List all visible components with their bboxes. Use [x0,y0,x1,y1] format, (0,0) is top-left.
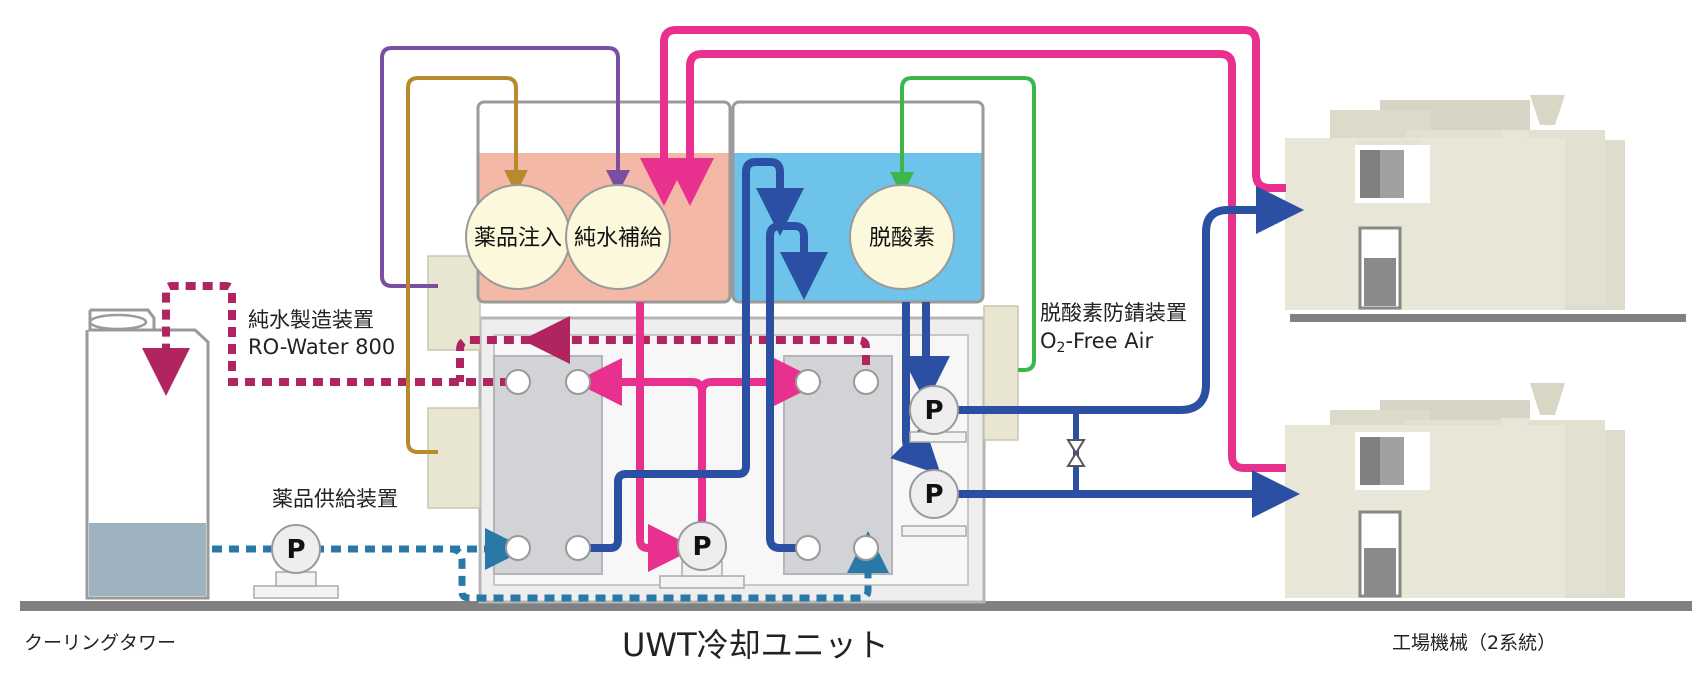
deox-device-label-suffix: -Free Air [1065,329,1153,353]
ground-line [20,601,1692,611]
ro-device-label-line2: RO-Water 800 [248,335,395,359]
unit-title: UWT冷却ユニット [622,626,889,664]
pipe-blue-supply-upper [958,186,1304,414]
pipe-blue-hx-to-tank [578,158,804,552]
pump-cooling: P [253,524,339,599]
hx-port [565,535,591,561]
chem-device-panel [427,407,481,509]
pipe-purple [380,46,630,288]
pipe-pink-tank-to-pump [636,302,696,572]
hx-port [795,369,821,395]
pipe-pink-to-left-hx [574,358,706,406]
pipe-teal-dotted-bottom [449,531,889,602]
pipe-pink-return-lower [666,50,1286,472]
pump-label: P [924,480,943,510]
hx-port [853,369,879,395]
deox-device-label-line2: O2-Free Air [1040,329,1153,356]
ro-device-label-line1: 純水製造装置 [248,308,374,332]
deox-device-label-sub: 2 [1057,340,1066,356]
tank-right-outline [731,100,985,304]
pump-label: P [286,535,305,565]
upper-floor-line [1290,314,1686,322]
chem-inject-node: 薬品注入 [465,184,571,290]
hx-port [505,369,531,395]
pure-water-label: 純水補給 [574,226,662,251]
pipe-crimson-dotted-top [456,336,870,382]
deox-node: 脱酸素 [849,184,955,290]
pipe-green [890,76,1036,372]
pump-internal: P [659,521,745,589]
hx-port [505,535,531,561]
pipe-blue-tank-to-pump2 [890,302,941,475]
factory-machine-upper [1285,95,1625,310]
factory-machine-lower [1285,383,1625,598]
pipe-blue-tank-to-hx [766,222,828,552]
pump-label: P [924,396,943,426]
cooling-tower-water [89,523,206,596]
pipe-gold [406,76,528,454]
cooling-tower [85,308,210,600]
deox-device-panel [983,305,1019,441]
factory-label: 工場機械（2系統） [1392,632,1556,654]
ro-device-panel [427,255,481,351]
cooling-tower-label: クーリングタワー [24,632,176,654]
deox-device-label-line1: 脱酸素防錆装置 [1040,301,1187,325]
pump-supply-lower: P [901,469,967,537]
hx-ports [505,369,879,561]
pump-supply-upper: P [909,385,967,443]
tank-left-outline [476,100,732,304]
hx-port [853,535,879,561]
hx-port [565,369,591,395]
valve-icon [1066,439,1086,467]
chem-supply-label: 薬品供給装置 [272,487,398,511]
pure-water-node: 純水補給 [565,184,671,290]
deox-device-label-prefix: O [1040,329,1057,353]
deox-label: 脱酸素 [869,226,935,251]
pump-label: P [692,532,711,562]
chem-inject-label: 薬品注入 [474,226,562,251]
pipe-crimson-dotted [142,282,510,396]
pipe-pink-return-upper [640,26,1286,206]
hx-port [795,535,821,561]
